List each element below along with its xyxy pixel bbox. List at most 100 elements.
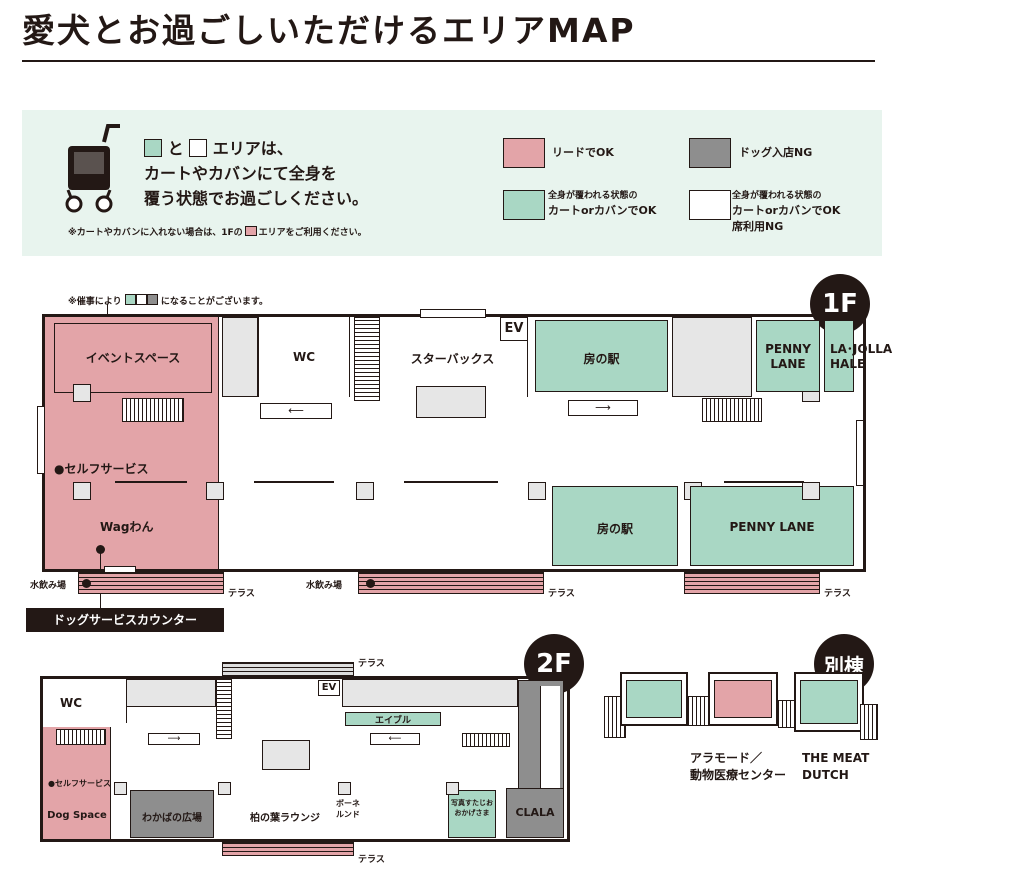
gray-room-1f (672, 317, 752, 397)
box (114, 782, 127, 795)
floor-1f-badge: 1F (810, 274, 870, 334)
gray-block-2f-right (342, 679, 518, 707)
dog-cart-icon (65, 124, 120, 213)
starbucks-label: スターバックス (410, 352, 495, 366)
terrace-2f-bottom (222, 842, 354, 856)
penny-lane-bottom (690, 486, 854, 566)
note-and: と (167, 139, 184, 158)
divider (527, 341, 528, 397)
box (626, 680, 682, 718)
pillar (802, 482, 820, 500)
event-note: ※催事により になることがございます。 (68, 294, 268, 307)
terrace-1f-1 (78, 572, 224, 594)
water-station-2: 水飲み場 (306, 581, 343, 591)
photo-studio-label: 写真すたじお おかげさま (451, 799, 493, 817)
legend-note: と エリアは、 カートやカバンにて全身を 覆う状態でお過ごしください。 (144, 136, 368, 211)
self-service-2f-label: ●セルフサービス (48, 779, 111, 788)
legend-gray-box (689, 138, 731, 168)
terrace-1f-2 (358, 572, 544, 594)
stairs-1f-left (122, 398, 184, 422)
clala-label: CLALA (515, 806, 555, 819)
box (446, 782, 459, 795)
lounge-counter (262, 740, 310, 770)
legend-green-box (503, 190, 545, 220)
pillar (73, 482, 91, 500)
note-area: エリアは、 (212, 139, 293, 158)
pillar (528, 482, 546, 500)
wakaba-label: わかばの広場 (142, 813, 202, 824)
legend-leash-ok: リードでOK (552, 146, 614, 159)
legend-white-box (689, 190, 731, 220)
dot (82, 579, 91, 588)
legend-small-note: ※カートやカバンに入れない場合は、1Fのエリアをご利用ください。 (68, 226, 367, 238)
dot (366, 579, 375, 588)
legend-dog-ng: ドッグ入店NG (739, 146, 813, 159)
dash (724, 481, 804, 483)
starbucks-counter (416, 386, 486, 418)
terrace-1f-2-label: テラス (548, 589, 575, 599)
pink-area-1f (45, 317, 219, 569)
box (338, 782, 351, 795)
wc-room (258, 317, 350, 397)
bonerund-label: ボーネ ルンド (336, 799, 360, 819)
pillar (206, 482, 224, 500)
fusanoeki-bottom (552, 486, 678, 566)
box (714, 680, 772, 718)
stairs-1f-center (354, 317, 380, 401)
stairs (860, 704, 878, 740)
photo-studio-room (448, 790, 496, 838)
able-label: エイブル (374, 716, 411, 726)
pillar (73, 384, 91, 402)
stairs-2f-left (56, 729, 106, 745)
legend-white-text: 全身が覆われる状態の カートorカバンでOK 席利用NG (732, 191, 841, 233)
lajolla-room (824, 320, 854, 392)
legend-pink-box (503, 138, 545, 168)
elevator-1f: EV (500, 317, 528, 341)
dash (115, 481, 187, 483)
escalator-1f-right: ⟶ (568, 400, 638, 416)
dog-space-label: Dog Space (47, 810, 107, 821)
terrace-1f-3 (684, 572, 820, 594)
fusanoeki-bottom-label: 房の駅 (596, 522, 633, 536)
event-space-box (54, 323, 212, 393)
entrance-east (856, 420, 864, 486)
stairs (688, 696, 710, 726)
penny-lane-top-label: PENNY LANE (765, 342, 811, 371)
gray-block-2f (126, 679, 216, 707)
able-room (345, 712, 441, 726)
legend-green-text: 全身が覆われる状態のカートorカバンでOK (548, 191, 657, 217)
dog-service-counter-label: ドッグサービスカウンター (26, 608, 224, 632)
title-divider (22, 60, 875, 62)
white-swatch (189, 139, 208, 157)
terrace-2f-bottom-label: テラス (358, 855, 385, 865)
lajolla-label: LA･JOLLA HALE (830, 342, 893, 371)
escalator-2f-left: ⟶ (148, 733, 200, 745)
escalator-1f-left: ⟵ (260, 403, 332, 419)
annex-label-1: アラモード／動物医療センター (690, 751, 787, 782)
dash (404, 481, 498, 483)
legend-panel: と エリアは、 カートやカバンにて全身を 覆う状態でお過ごしください。 ※カート… (22, 110, 882, 256)
fusanoeki-top (535, 320, 668, 392)
green-swatch (144, 139, 162, 157)
pink-swatch (244, 226, 257, 236)
service-room (222, 317, 258, 397)
terrace-2f-top-label: テラス (358, 659, 385, 669)
water-station-1: 水飲み場 (30, 581, 67, 591)
wagwan-label: Wagわん (100, 520, 154, 534)
dash (254, 481, 334, 483)
entrance-north (420, 309, 486, 318)
page-title: 愛犬とお過ごしいただけるエリアMAP (22, 11, 636, 50)
wc-2f-label: WC (60, 696, 83, 710)
event-space-label: イベントスペース (85, 351, 181, 365)
box (218, 782, 231, 795)
stairs-2f-center (216, 679, 232, 739)
note-line3: 覆う状態でお過ごしください。 (144, 189, 369, 208)
escalator-2f-center: ⟵ (370, 733, 420, 745)
counter-dot (96, 545, 105, 554)
box (800, 680, 858, 724)
dog-space-area (43, 727, 111, 839)
wc-label: WC (292, 350, 316, 364)
penny-lane-top (756, 320, 820, 392)
wakaba-room (130, 790, 214, 838)
